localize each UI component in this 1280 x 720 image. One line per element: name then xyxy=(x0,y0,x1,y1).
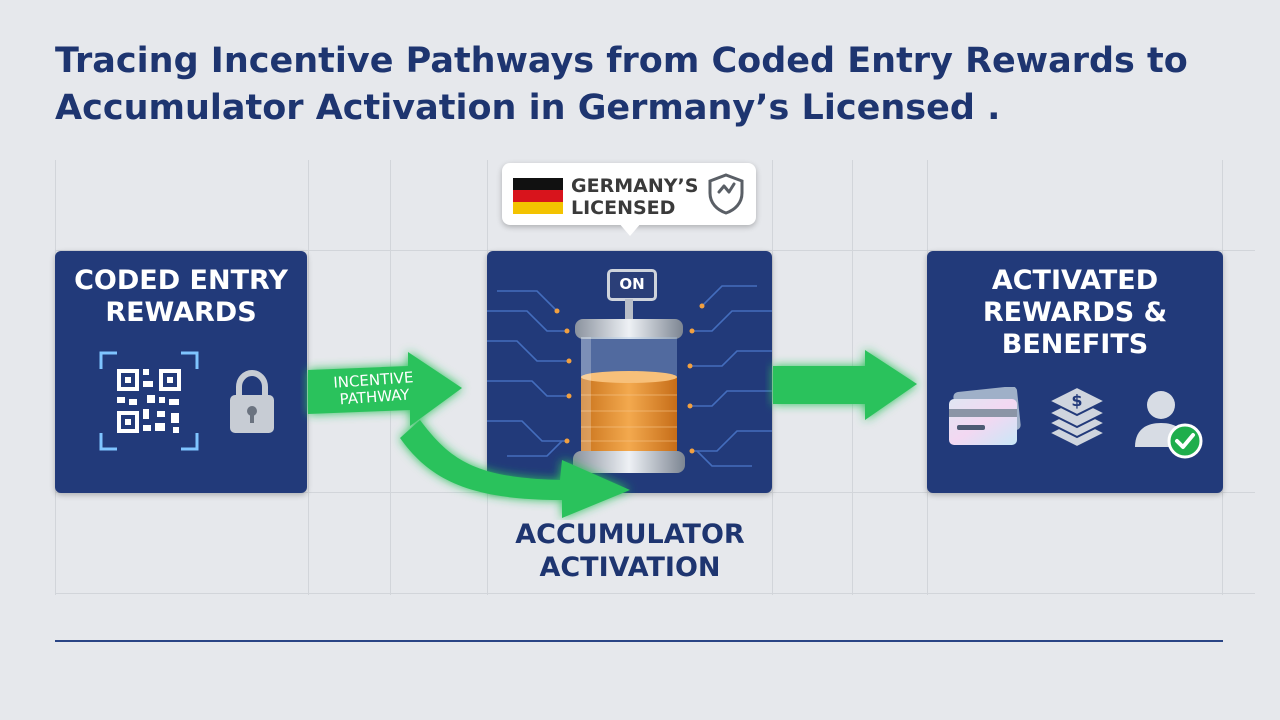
grid-line xyxy=(55,593,1255,594)
on-switch-label: ON xyxy=(619,275,645,293)
accumulator-caption: ACCUMULATOR ACTIVATION xyxy=(515,519,745,583)
valve-stem xyxy=(625,299,633,319)
on-switch xyxy=(607,269,657,301)
grid-line xyxy=(772,160,773,595)
badge-pointer xyxy=(618,222,642,236)
qr-code-icon xyxy=(99,351,199,451)
flag-stripe-red xyxy=(513,190,563,202)
coin-stack-icon: $ xyxy=(1046,385,1108,449)
accumulator-tank-icon xyxy=(573,319,685,473)
user-check-icon xyxy=(1135,391,1203,459)
grid-line xyxy=(55,250,1255,251)
panel-label: ACTIVATED REWARDS & BENEFITS xyxy=(982,265,1168,360)
circuit-traces xyxy=(487,285,772,467)
page-title: Tracing Incentive Pathways from Coded En… xyxy=(55,41,1188,128)
bottom-divider xyxy=(55,640,1223,642)
padlock-icon xyxy=(230,369,274,433)
panel-coded-entry-rewards: CODED ENTRY REWARDS xyxy=(55,251,307,493)
flag-stripe-black xyxy=(513,178,563,190)
panel-activated-rewards: ACTIVATED REWARDS & BENEFITS $ xyxy=(927,251,1223,493)
activation-arrow xyxy=(773,350,917,420)
panel-label: CODED ENTRY REWARDS xyxy=(74,265,288,328)
card-icon xyxy=(949,387,1021,445)
badge-text: GERMANY’S LICENSED xyxy=(571,175,699,219)
panel-accumulator: ON xyxy=(487,251,772,493)
flag-stripe-gold xyxy=(513,202,563,214)
incentive-pathway-arrows xyxy=(308,352,630,518)
shield-check-icon xyxy=(708,173,744,215)
dollar-glyph: $ xyxy=(1071,391,1082,410)
